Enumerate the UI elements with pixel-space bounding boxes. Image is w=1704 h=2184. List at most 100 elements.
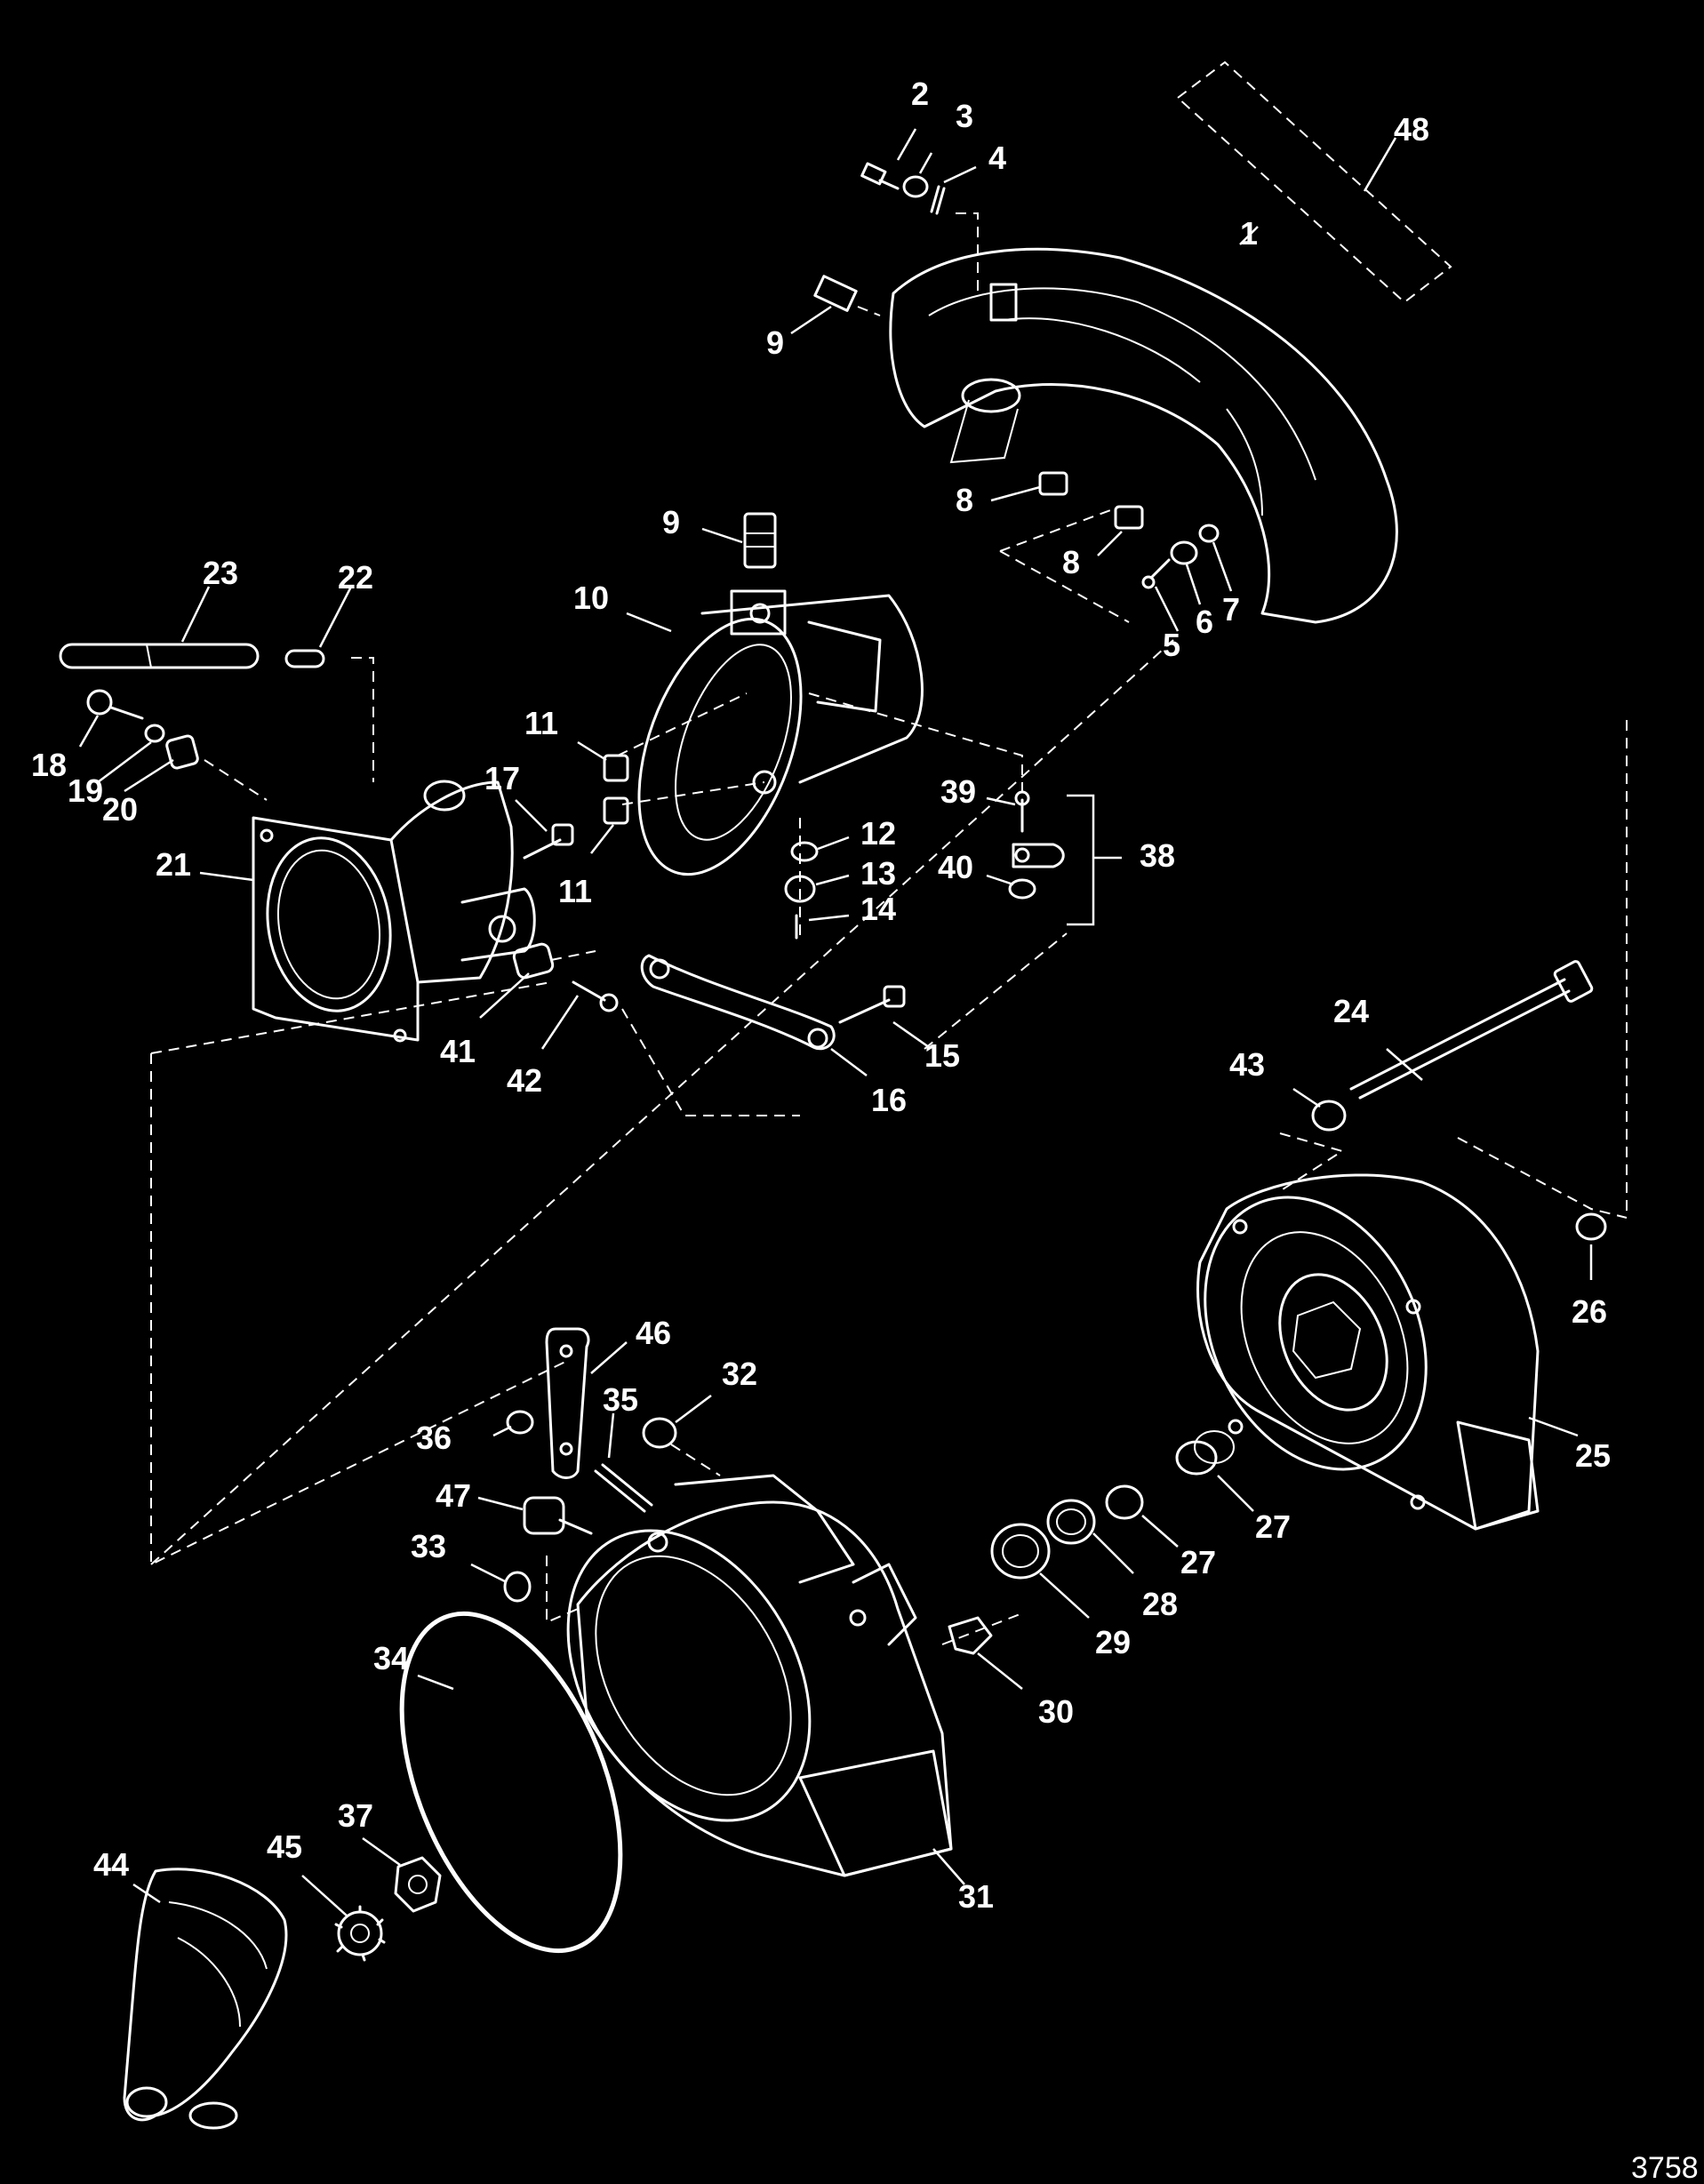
part-45-tab-washer bbox=[301, 1875, 386, 1962]
callout-40: 40 bbox=[938, 849, 973, 885]
reference-number: 3758 bbox=[1631, 2151, 1699, 2184]
part-36-nut bbox=[492, 1410, 534, 1437]
part-1-nozzle-housing bbox=[889, 226, 1398, 624]
callout-labels: 1 2 3 4 5 6 7 8 8 9 9 10 11 11 12 13 14 … bbox=[31, 76, 1611, 1915]
part-2-bolt bbox=[860, 128, 917, 190]
callout-26: 26 bbox=[1572, 1293, 1607, 1330]
part-33-o-ring bbox=[470, 1556, 579, 1624]
part-38-tie-rod-kit bbox=[1067, 794, 1122, 926]
callout-11b: 11 bbox=[558, 873, 592, 909]
part-12-washer bbox=[790, 836, 850, 862]
part-5-screw bbox=[1141, 558, 1180, 632]
part-32-plug bbox=[642, 1395, 721, 1476]
part-40-nut bbox=[986, 874, 1036, 900]
part-29-seal bbox=[990, 1523, 1090, 1619]
part-19-washer bbox=[97, 724, 165, 783]
callout-27b: 27 bbox=[1180, 1544, 1216, 1580]
part-48-decal bbox=[1176, 60, 1452, 304]
part-47-fitting bbox=[477, 1496, 593, 1535]
callout-19: 19 bbox=[68, 772, 103, 809]
part-26-plug bbox=[1575, 1212, 1607, 1280]
callout-39: 39 bbox=[940, 773, 976, 810]
part-30-clip bbox=[941, 1612, 1023, 1690]
callout-8: 8 bbox=[956, 482, 973, 518]
callout-33: 33 bbox=[411, 1528, 446, 1564]
part-6-washer bbox=[1170, 540, 1202, 605]
callout-47: 47 bbox=[436, 1477, 471, 1514]
callout-8b: 8 bbox=[1062, 544, 1080, 580]
part-20-bushing bbox=[124, 734, 199, 793]
part-4-pin bbox=[930, 165, 979, 293]
callout-43: 43 bbox=[1229, 1046, 1265, 1083]
callout-15: 15 bbox=[924, 1037, 960, 1074]
callout-16: 16 bbox=[871, 1082, 907, 1118]
part-7-nut bbox=[1198, 524, 1233, 592]
part-28-seal bbox=[1046, 1499, 1134, 1574]
callout-34: 34 bbox=[373, 1640, 409, 1676]
part-11-bushing-a bbox=[577, 740, 629, 782]
callout-2: 2 bbox=[911, 76, 929, 112]
part-42-bolt bbox=[540, 950, 800, 1116]
callout-14: 14 bbox=[860, 891, 896, 927]
callout-30: 30 bbox=[1038, 1693, 1074, 1730]
callout-23: 23 bbox=[203, 555, 238, 591]
callout-22: 22 bbox=[338, 559, 373, 596]
part-9-fitting bbox=[701, 512, 777, 569]
callout-25: 25 bbox=[1575, 1437, 1611, 1474]
part-43-washer bbox=[1279, 1087, 1347, 1192]
part-27-bearing-a bbox=[1175, 1430, 1254, 1512]
part-8-plug bbox=[990, 471, 1068, 502]
callout-46: 46 bbox=[636, 1315, 671, 1351]
callout-9-top: 9 bbox=[766, 324, 784, 361]
callout-48: 48 bbox=[1394, 111, 1429, 148]
callout-11a: 11 bbox=[524, 705, 558, 741]
part-13-spacer bbox=[784, 874, 850, 903]
part-9-fitting-top bbox=[790, 275, 881, 335]
callout-35: 35 bbox=[603, 1381, 638, 1418]
callout-41: 41 bbox=[440, 1033, 476, 1069]
callout-4: 4 bbox=[988, 140, 1006, 176]
callout-17: 17 bbox=[484, 760, 520, 796]
callout-10: 10 bbox=[573, 580, 609, 616]
callout-6: 6 bbox=[1196, 604, 1213, 640]
part-11-bushing-b bbox=[590, 692, 765, 854]
part-37-nut bbox=[362, 1836, 442, 1913]
callout-24: 24 bbox=[1333, 993, 1369, 1029]
callout-36: 36 bbox=[416, 1420, 452, 1456]
part-34-o-ring bbox=[399, 1611, 623, 1954]
part-3-washer bbox=[902, 152, 933, 198]
callout-18: 18 bbox=[31, 747, 67, 783]
part-23-pin bbox=[59, 586, 260, 669]
callout-38: 38 bbox=[1140, 837, 1175, 874]
callout-32: 32 bbox=[722, 1356, 757, 1392]
part-17-bolt bbox=[515, 799, 574, 860]
part-39-rod-end bbox=[1012, 843, 1065, 868]
part-25-impeller-housing bbox=[1196, 1173, 1579, 1531]
assembly-guide-lines bbox=[150, 639, 1628, 1566]
callout-12: 12 bbox=[860, 815, 896, 852]
part-35-stud bbox=[594, 1412, 653, 1513]
callout-31: 31 bbox=[958, 1878, 994, 1915]
part-31-pump-housing bbox=[566, 1474, 965, 1885]
callout-1: 1 bbox=[1240, 215, 1258, 252]
callout-20: 20 bbox=[102, 791, 138, 828]
callout-37: 37 bbox=[338, 1797, 373, 1834]
callout-9: 9 bbox=[662, 504, 680, 540]
callout-44: 44 bbox=[93, 1846, 129, 1883]
callout-42: 42 bbox=[507, 1062, 542, 1099]
part-41-bushing bbox=[479, 942, 555, 1019]
part-15-bolt bbox=[838, 932, 1068, 1050]
part-10-steering-nozzle bbox=[626, 589, 924, 876]
callout-21: 21 bbox=[156, 846, 191, 883]
callout-5: 5 bbox=[1163, 627, 1180, 663]
part-8-plug-b bbox=[999, 505, 1144, 623]
part-16-bracket bbox=[640, 954, 868, 1076]
part-24-stud bbox=[1349, 960, 1594, 1100]
part-18-bolt bbox=[78, 689, 144, 748]
callout-28: 28 bbox=[1142, 1586, 1178, 1622]
callout-3: 3 bbox=[956, 98, 973, 134]
callout-7: 7 bbox=[1222, 591, 1240, 628]
part-27-bearing-b bbox=[1105, 1484, 1179, 1548]
callout-45: 45 bbox=[267, 1828, 302, 1865]
